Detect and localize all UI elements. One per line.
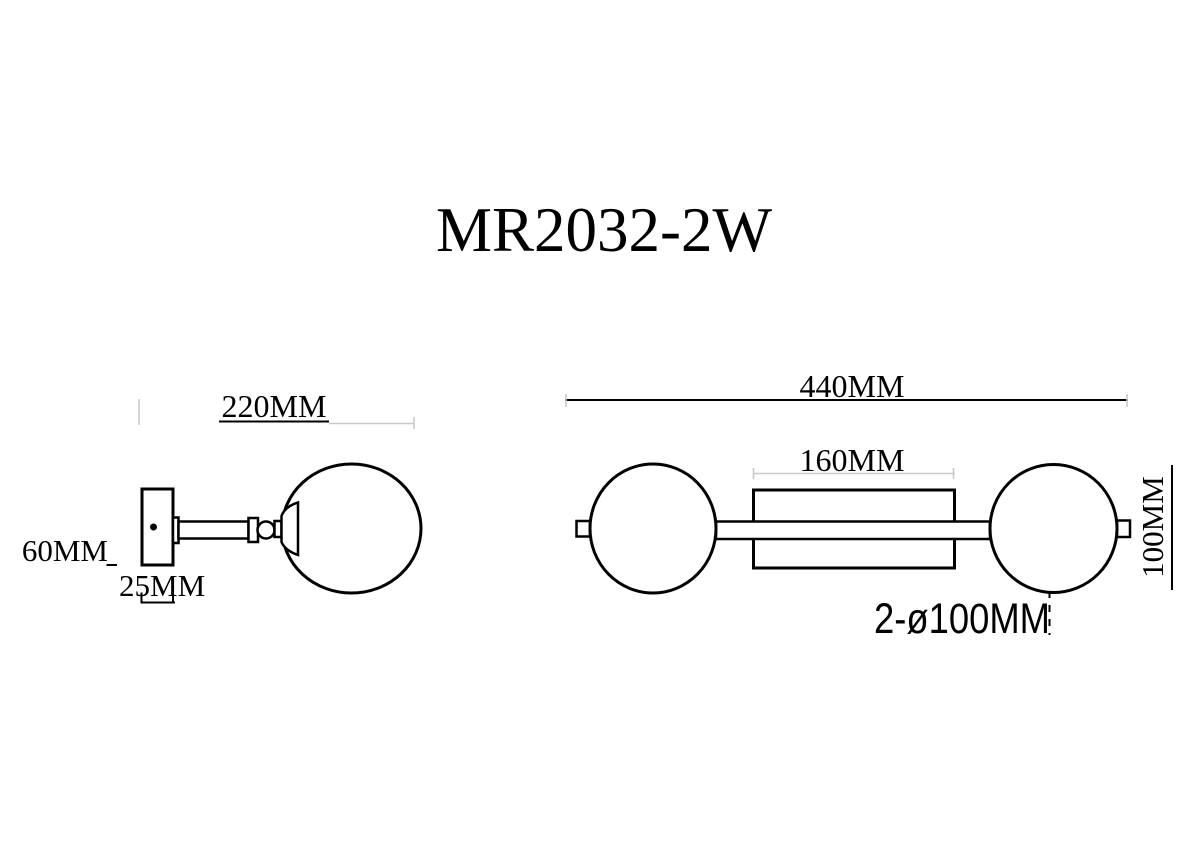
end-tab-left (575, 519, 592, 538)
front-view: 440MM 160MM 100MM 2-ø100MM (565, 368, 1173, 643)
shade-count-diameter-label: 2-ø100MM (874, 595, 1050, 643)
mounting-hole (150, 523, 157, 531)
crossbar (714, 520, 992, 541)
plate-width-dimension-label: 25MM (119, 568, 205, 603)
total-width-dimension-label: 440MM (800, 368, 905, 404)
side-view: 220MM 60MM 25MM (22, 388, 423, 604)
glass-globe-right (988, 463, 1119, 594)
wall-plate-side (140, 487, 175, 567)
swivel-ball-joint (256, 520, 276, 540)
arm-tube (177, 520, 250, 540)
shade-neck (280, 500, 300, 557)
side-width-dimension-label: 220MM (222, 388, 327, 424)
end-tab-right (1115, 519, 1132, 539)
plate-height-dimension-label: 60MM (22, 533, 108, 568)
glass-globe-side (280, 462, 423, 595)
shade-diameter-dimension-label: 100MM (1135, 476, 1170, 578)
backplate-width-dimension-label: 160MM (800, 442, 905, 478)
glass-globe-left (588, 462, 718, 595)
drawing-title: MR2032-2W (436, 195, 773, 265)
